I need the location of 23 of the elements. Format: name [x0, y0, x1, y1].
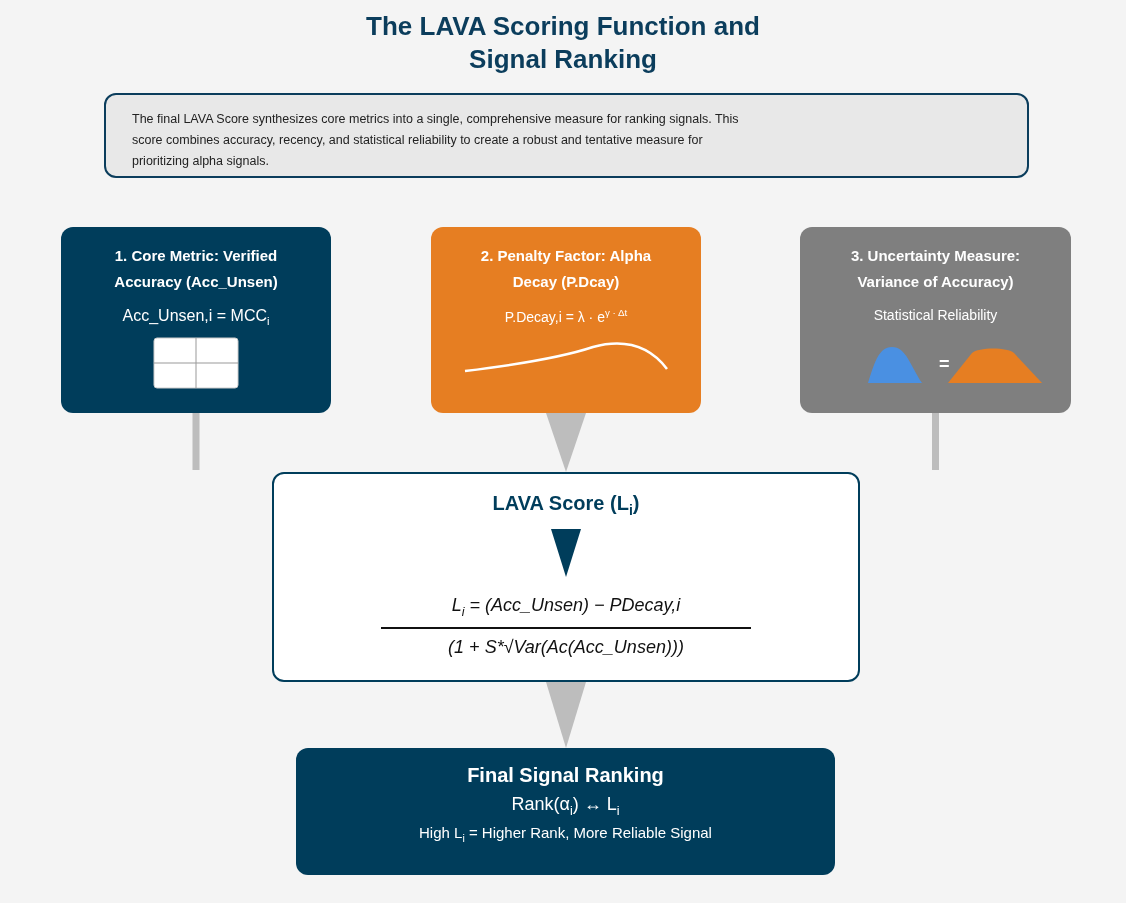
subtitle-text: Statistical Reliability [873, 307, 998, 323]
formula-text: (1 + S*√Var(Ac(Acc_Unsen))) [448, 636, 684, 658]
metric-card [431, 227, 701, 413]
card-heading: 1. Core Metric: Verified Accuracy (Acc_Unsen) [113, 246, 279, 292]
arrow [546, 682, 586, 748]
card-heading: LAVA Score (L$_{i}$) [492, 491, 640, 520]
arrow [546, 413, 586, 472]
card-heading: 2. Penalty Factor: Alpha Decay (P.Dcay) [479, 246, 653, 292]
description-text: The final LAVA Score synthesizes core metrics into a single, comprehensive measure for ranking signals. This score combines accuracy, recency, and statistical reliability to create a robust and tentative measure for prioritizing alpha signals. [132, 111, 740, 170]
score-card [272, 472, 860, 682]
formula-text: Rank(α$_{i}$) ↔ L$_{i}$ [511, 794, 620, 818]
formula-text: Acc_Unsen,i = MCC$_{i}$ [122, 307, 270, 328]
diagram-title: The LAVA Scoring Function and Signal Ranking [365, 10, 761, 76]
card-heading: 3. Uncertainty Measure: Variance of Accuracy) [849, 246, 1022, 292]
metric-card [61, 227, 331, 413]
intro-note [104, 93, 1029, 178]
metric-card [800, 227, 1071, 413]
result-card [296, 748, 835, 875]
card-heading: Final Signal Ranking [467, 763, 664, 788]
formula-text: L$_{i}$ = (Acc_Unsen) − PDecay,i [451, 595, 681, 619]
formula-text: High L$_{i}$ = Higher Rank, More Reliable Signal [419, 823, 712, 844]
equals-sign: = [939, 354, 950, 375]
formula-text: P.Decay,i = λ · e$^{γ · Δt}$ [504, 307, 628, 325]
